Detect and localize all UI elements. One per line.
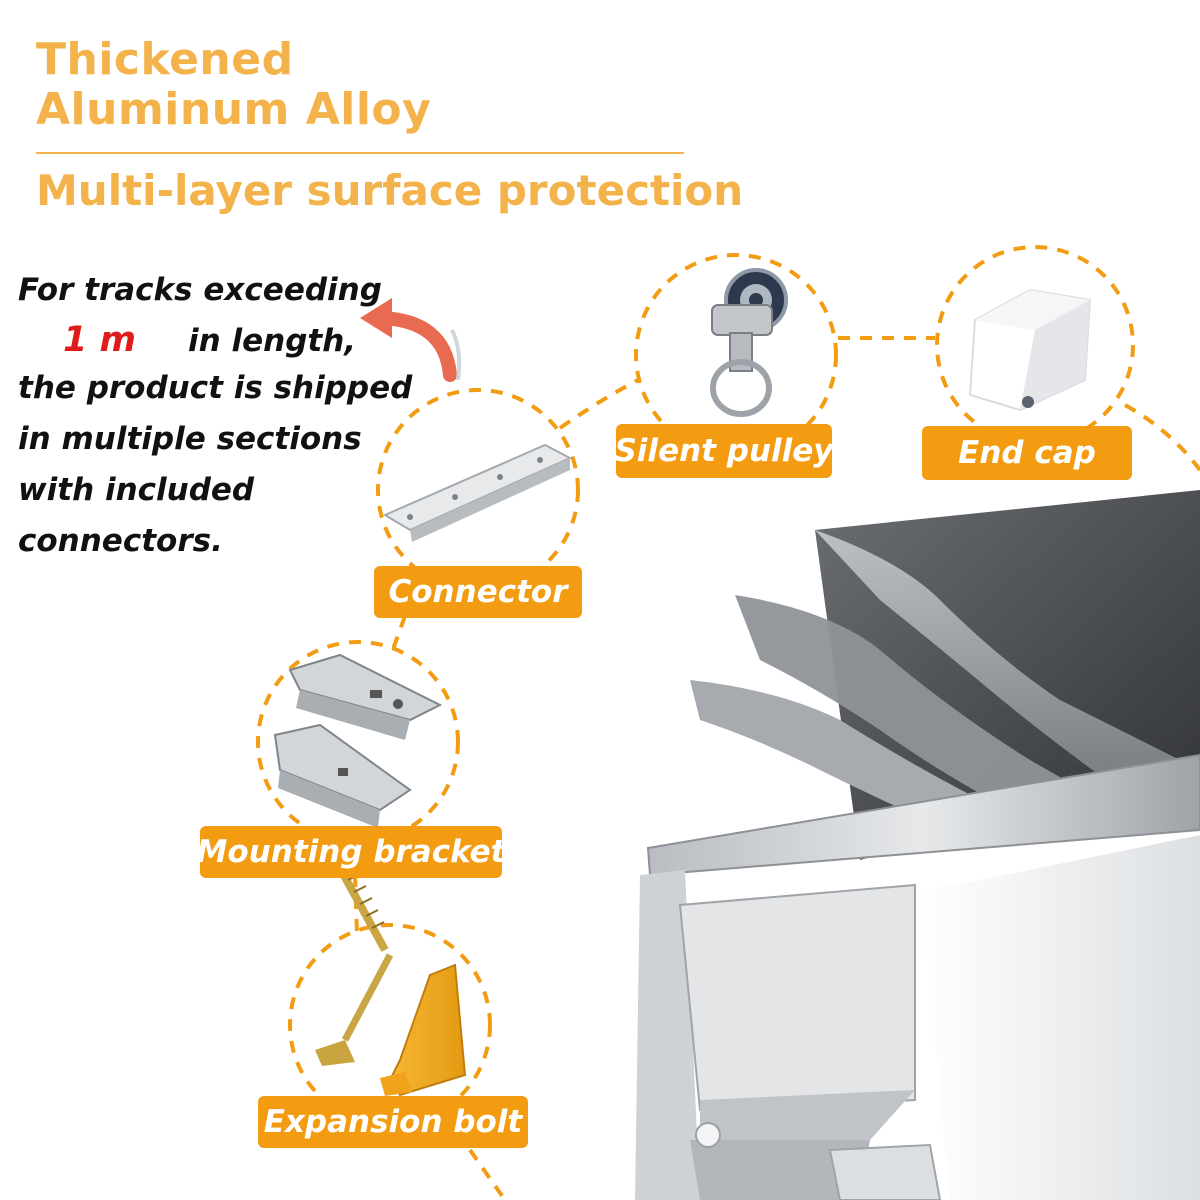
subtitle: Multi-layer surface protection — [36, 166, 744, 215]
title-line-1: Thickened — [36, 34, 294, 85]
bracket-icon — [273, 653, 443, 828]
note-line-6: connectors. — [18, 523, 223, 559]
end-cap-icon — [968, 288, 1092, 412]
rail-profile-icon — [635, 490, 1200, 1200]
note-line-1: For tracks exceeding — [18, 272, 382, 308]
label-silent-pulley: Silent pulley — [614, 424, 834, 478]
screw-icon — [315, 848, 394, 1066]
label-mounting-bracket: Mounting bracket — [197, 826, 505, 878]
note-highlight: 1 m — [63, 320, 137, 360]
note-line-4: in multiple sections — [18, 421, 362, 457]
note-line-5: with included — [18, 472, 255, 508]
label-expansion-bolt: Expansion bolt — [258, 1096, 528, 1148]
title-line-2: Aluminum Alloy — [36, 84, 432, 135]
label-connector: Connector — [374, 566, 582, 618]
anchor-icon — [380, 963, 467, 1097]
connector-icon — [382, 443, 573, 542]
curved-arrow-icon — [360, 298, 462, 382]
label-end-cap: End cap — [922, 426, 1132, 480]
pulley-icon — [710, 268, 788, 417]
title-divider — [36, 152, 684, 154]
note-line-2: in length, — [188, 323, 357, 359]
note-line-3: the product is shipped — [18, 370, 413, 406]
